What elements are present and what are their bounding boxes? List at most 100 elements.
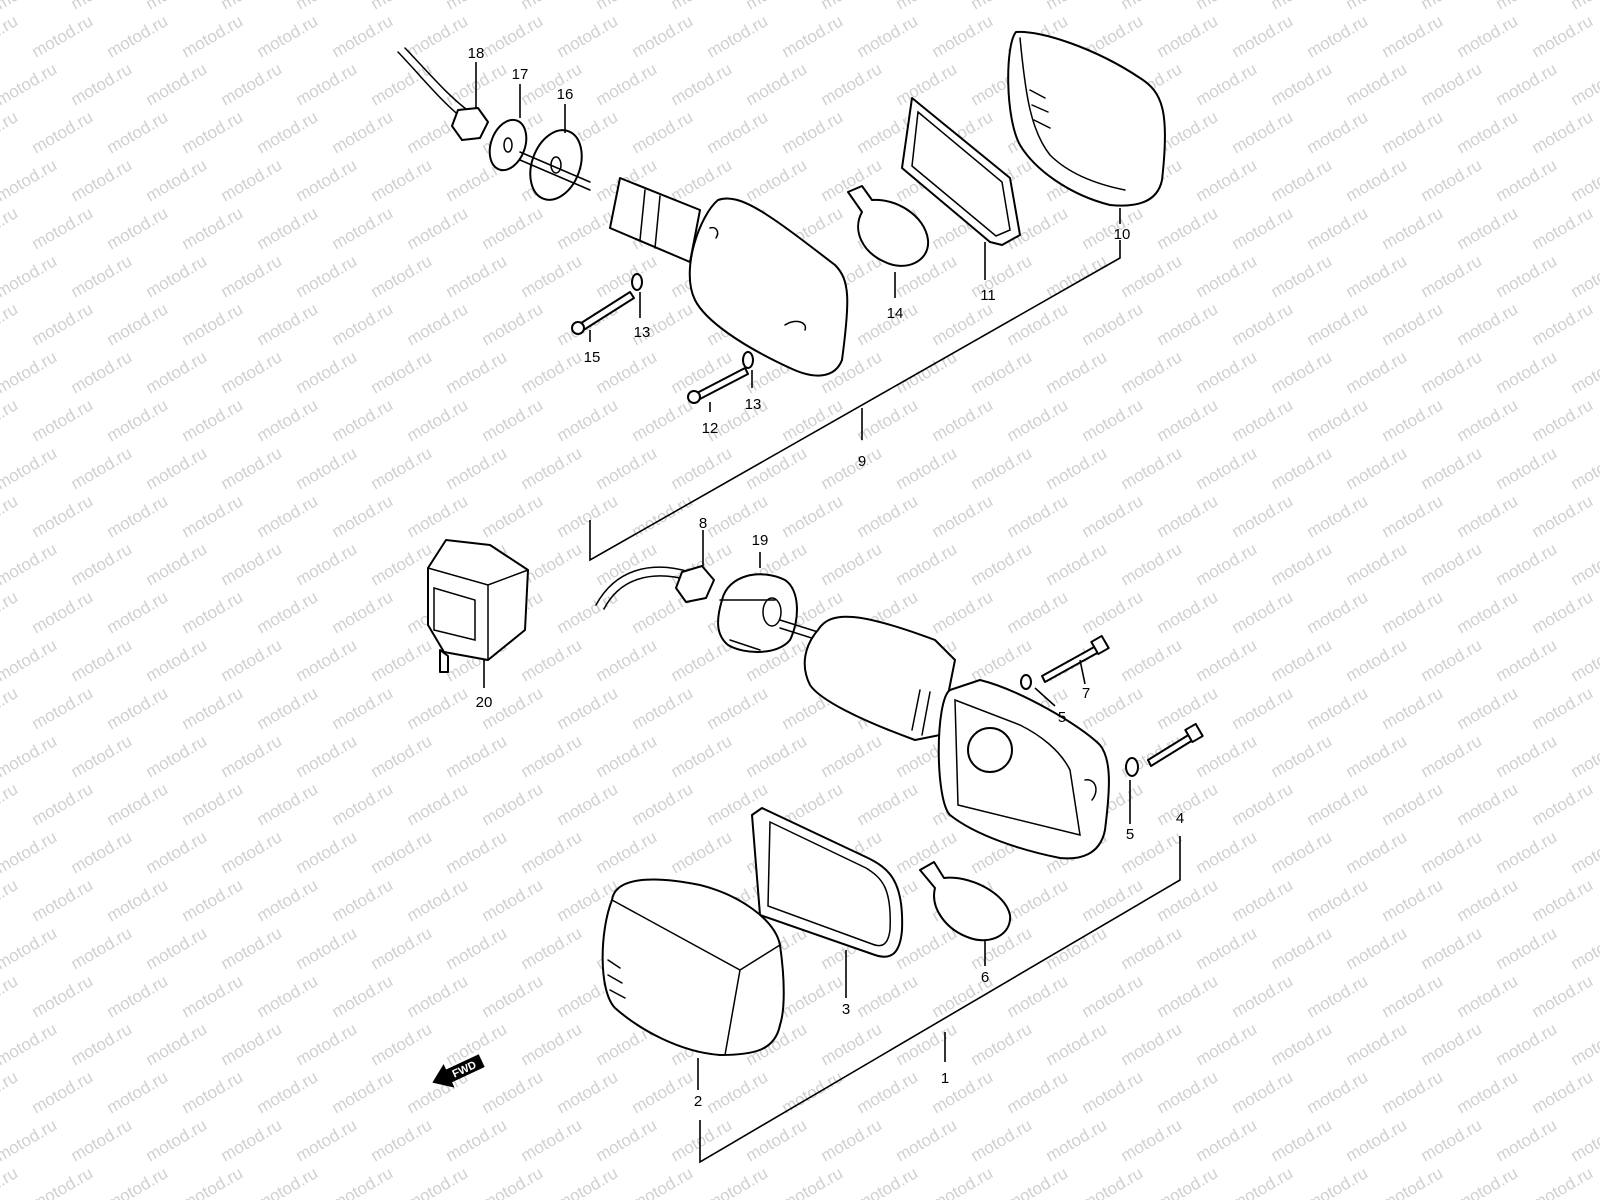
watermark-text: motod.ru: [1193, 1019, 1261, 1069]
watermark-text: motod.ru: [1493, 1019, 1561, 1069]
watermark-text: motod.ru: [1304, 203, 1372, 253]
watermark-text: motod.ru: [329, 11, 397, 61]
watermark-text: motod.ru: [1529, 11, 1597, 61]
watermark-text: motod.ru: [329, 107, 397, 157]
watermark-text: motod.ru: [293, 827, 361, 877]
lens-2: [601, 878, 785, 1056]
watermark-text: motod.ru: [1343, 347, 1411, 397]
watermark-text: motod.ru: [1379, 491, 1447, 541]
watermark-text: motod.ru: [1079, 587, 1147, 637]
watermark-text: motod.ru: [1043, 347, 1111, 397]
watermark-text: motod.ru: [479, 875, 547, 925]
watermark-text: motod.ru: [1268, 155, 1336, 205]
watermark-text: motod.ru: [1418, 0, 1486, 13]
callout-9: 9: [858, 453, 866, 470]
watermark-text: motod.ru: [0, 11, 21, 61]
washer-16: [529, 129, 583, 201]
watermark-text: motod.ru: [1343, 923, 1411, 973]
watermark-text: motod.ru: [1568, 347, 1600, 397]
watermark-text: motod.ru: [1379, 1067, 1447, 1117]
watermark-text: motod.ru: [893, 443, 961, 493]
watermark-text: motod.ru: [1493, 155, 1561, 205]
watermark-text: motod.ru: [1343, 59, 1411, 109]
watermark-text: motod.ru: [293, 1115, 361, 1165]
watermark-text: motod.ru: [1454, 395, 1522, 445]
watermark-text: motod.ru: [1493, 443, 1561, 493]
watermark-text: motod.ru: [1154, 299, 1222, 349]
watermark-text: motod.ru: [779, 491, 847, 541]
watermark-text: motod.ru: [104, 971, 172, 1021]
watermark-text: motod.ru: [29, 587, 97, 637]
watermark-text: motod.ru: [1418, 635, 1486, 685]
watermark-text: motod.ru: [1229, 1067, 1297, 1117]
watermark-text: motod.ru: [554, 683, 622, 733]
watermark-text: motod.ru: [854, 779, 922, 829]
watermark-text: motod.ru: [1493, 539, 1561, 589]
watermark-text: motod.ru: [1529, 491, 1597, 541]
watermark-text: motod.ru: [0, 539, 60, 589]
watermark-text: motod.ru: [818, 731, 886, 781]
watermark-text: motod.ru: [1193, 731, 1261, 781]
watermark-text: motod.ru: [629, 395, 697, 445]
watermark-text: motod.ru: [29, 1163, 97, 1200]
watermark-text: motod.ru: [1043, 0, 1111, 13]
watermark-text: motod.ru: [1343, 155, 1411, 205]
watermark-text: motod.ru: [1568, 827, 1600, 877]
watermark-text: motod.ru: [554, 1163, 622, 1200]
watermark-text: motod.ru: [68, 635, 136, 685]
watermark-text: motod.ru: [929, 299, 997, 349]
watermark-text: motod.ru: [1193, 347, 1261, 397]
watermark-text: motod.ru: [1004, 875, 1072, 925]
watermark-text: motod.ru: [1418, 923, 1486, 973]
watermark-text: motod.ru: [68, 59, 136, 109]
watermark-text: motod.ru: [1379, 299, 1447, 349]
washer-13-lower: [742, 351, 754, 369]
watermark-text: motod.ru: [218, 731, 286, 781]
watermark-text: motod.ru: [1454, 779, 1522, 829]
watermark-text: motod.ru: [329, 971, 397, 1021]
watermark-text: motod.ru: [0, 1163, 21, 1200]
watermark-text: motod.ru: [293, 59, 361, 109]
watermark-text: motod.ru: [929, 11, 997, 61]
watermark-text: motod.ru: [68, 539, 136, 589]
watermark-text: motod.ru: [329, 395, 397, 445]
watermark-text: motod.ru: [1493, 731, 1561, 781]
watermark-text: motod.ru: [0, 395, 21, 445]
watermark-text: motod.ru: [1418, 59, 1486, 109]
watermark-text: motod.ru: [254, 107, 322, 157]
watermark-text: motod.ru: [1118, 251, 1186, 301]
watermark-text: motod.ru: [1079, 875, 1147, 925]
watermark-text: motod.ru: [143, 251, 211, 301]
watermark-text: motod.ru: [629, 683, 697, 733]
watermark-text: motod.ru: [743, 731, 811, 781]
watermark-text: motod.ru: [0, 347, 60, 397]
callout-16: 16: [557, 86, 574, 103]
watermark-text: motod.ru: [368, 0, 436, 13]
watermark-text: motod.ru: [1043, 443, 1111, 493]
watermark-text: motod.ru: [1454, 1163, 1522, 1200]
watermark-text: motod.ru: [143, 731, 211, 781]
watermark-text: motod.ru: [779, 971, 847, 1021]
watermark-text: motod.ru: [893, 1019, 961, 1069]
watermark-text: motod.ru: [1193, 251, 1261, 301]
watermark-text: motod.ru: [1304, 683, 1372, 733]
watermark-text: motod.ru: [143, 347, 211, 397]
watermark-text: motod.ru: [29, 203, 97, 253]
callout-15: 15: [584, 349, 601, 366]
watermark-text: motod.ru: [368, 923, 436, 973]
callout-3: 3: [842, 1001, 850, 1018]
watermark-text: motod.ru: [1154, 203, 1222, 253]
watermark-text: motod.ru: [218, 155, 286, 205]
watermark-text: motod.ru: [1568, 0, 1600, 13]
watermark-text: motod.ru: [29, 299, 97, 349]
watermark-text: motod.ru: [818, 0, 886, 13]
watermark-text: motod.ru: [254, 683, 322, 733]
wire-lower: [595, 566, 691, 606]
watermark-text: motod.ru: [1193, 635, 1261, 685]
watermark-text: motod.ru: [143, 827, 211, 877]
watermark-text: motod.ru: [1229, 683, 1297, 733]
watermark-text: motod.ru: [368, 251, 436, 301]
nut-18: [451, 107, 489, 141]
watermark-text: motod.ru: [254, 11, 322, 61]
watermark-text: motod.ru: [929, 491, 997, 541]
